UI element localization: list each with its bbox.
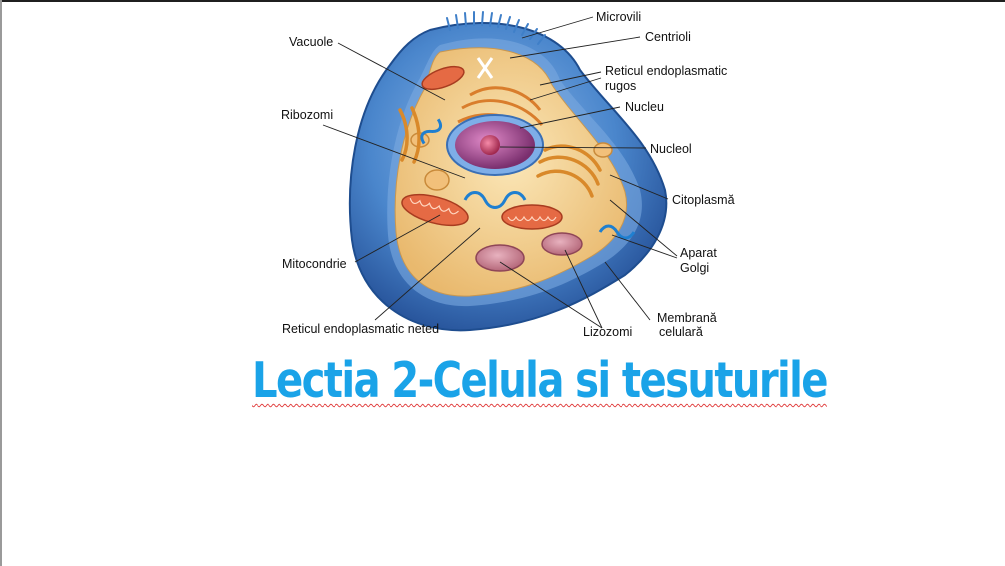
label-reticul-rugos-line1: Reticul endoplasmatic <box>605 64 727 78</box>
label-centrioli: Centrioli <box>645 30 691 44</box>
label-mitocondrie: Mitocondrie <box>282 257 347 271</box>
label-citoplasma: Citoplasmă <box>672 193 735 207</box>
microvili-structure <box>446 11 546 45</box>
smooth-er-structure <box>420 118 636 240</box>
lesson-title: Lectia 2-Celula si tesuturile <box>252 352 829 422</box>
slide-top-border <box>0 0 1005 2</box>
label-reticul-rugos-line2: rugos <box>605 79 636 93</box>
label-microvili: Microvili <box>596 10 641 24</box>
mitochondria-structures <box>401 65 563 230</box>
golgi-structure <box>398 106 602 198</box>
slide-left-border <box>0 0 2 566</box>
centrioli-structure <box>476 57 494 79</box>
label-membrana-line2: celulară <box>659 325 703 339</box>
lysosome-structures <box>475 232 583 272</box>
lesson-title-text: Lectia 2-Celula si tesuturile <box>252 352 829 409</box>
leader-lines <box>322 16 678 329</box>
label-nucleol: Nucleol <box>650 142 692 156</box>
label-membrana-line1: Membrană <box>657 311 717 325</box>
label-lizozomi: Lizozomi <box>583 325 632 339</box>
nucleolus-structure <box>480 135 500 155</box>
label-reticul-neted: Reticul endoplasmatic neted <box>282 322 439 336</box>
label-ribozomi: Ribozomi <box>281 108 333 122</box>
label-aparat-golgi-line2: Golgi <box>680 261 709 275</box>
label-aparat-golgi-line1: Aparat <box>680 246 717 260</box>
label-vacuole: Vacuole <box>289 35 333 49</box>
nucleus-structure <box>446 114 544 176</box>
label-nucleu: Nucleu <box>625 100 664 114</box>
